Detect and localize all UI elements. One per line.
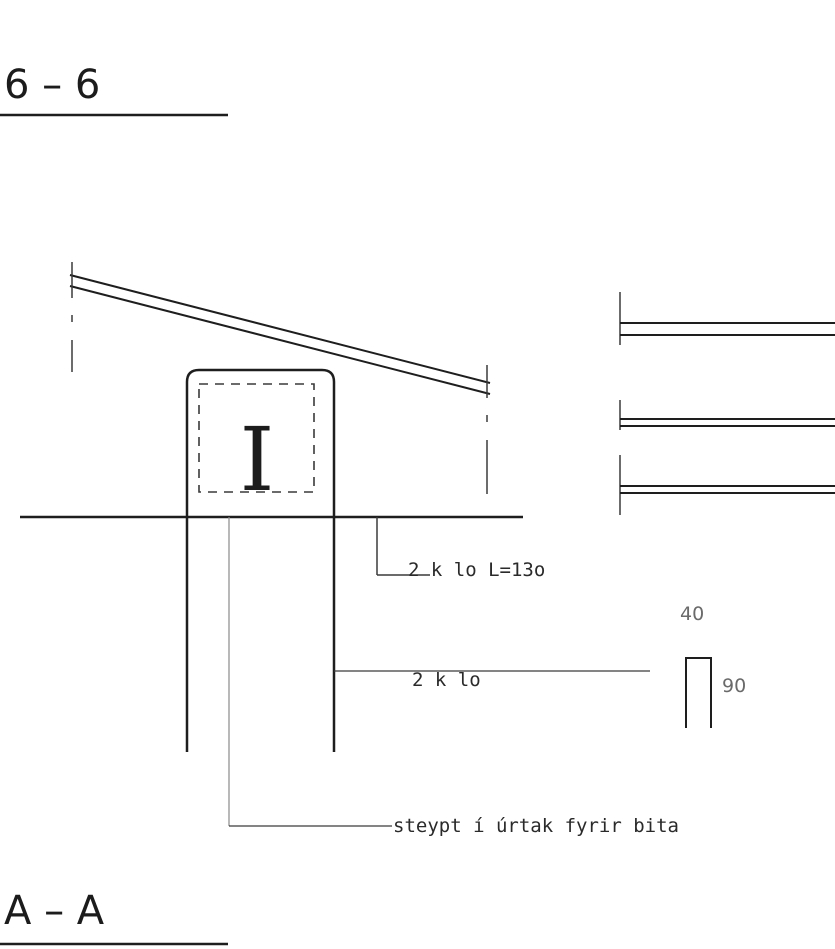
dim-height-90: 90 [722,675,746,697]
beam-recess-dashed [198,383,315,493]
sloped-slab [69,274,491,395]
bar-leader-top [376,517,430,576]
label-bar-side: 2 k lo [412,669,481,691]
section-title-6-6: 6 – 6 [4,62,100,108]
i-beam-symbol: I [240,408,275,511]
column-outline [185,368,336,752]
stirrup-detail [685,657,712,728]
right-elevation [619,292,835,515]
note-leader [228,517,392,827]
dim-width-40: 40 [680,603,704,625]
section-title-a-a: A – A [4,888,105,934]
label-bar-top: 2 k lo L=13o [408,559,545,581]
label-cast-note: steypt í úrtak fyrir bita [393,815,679,837]
